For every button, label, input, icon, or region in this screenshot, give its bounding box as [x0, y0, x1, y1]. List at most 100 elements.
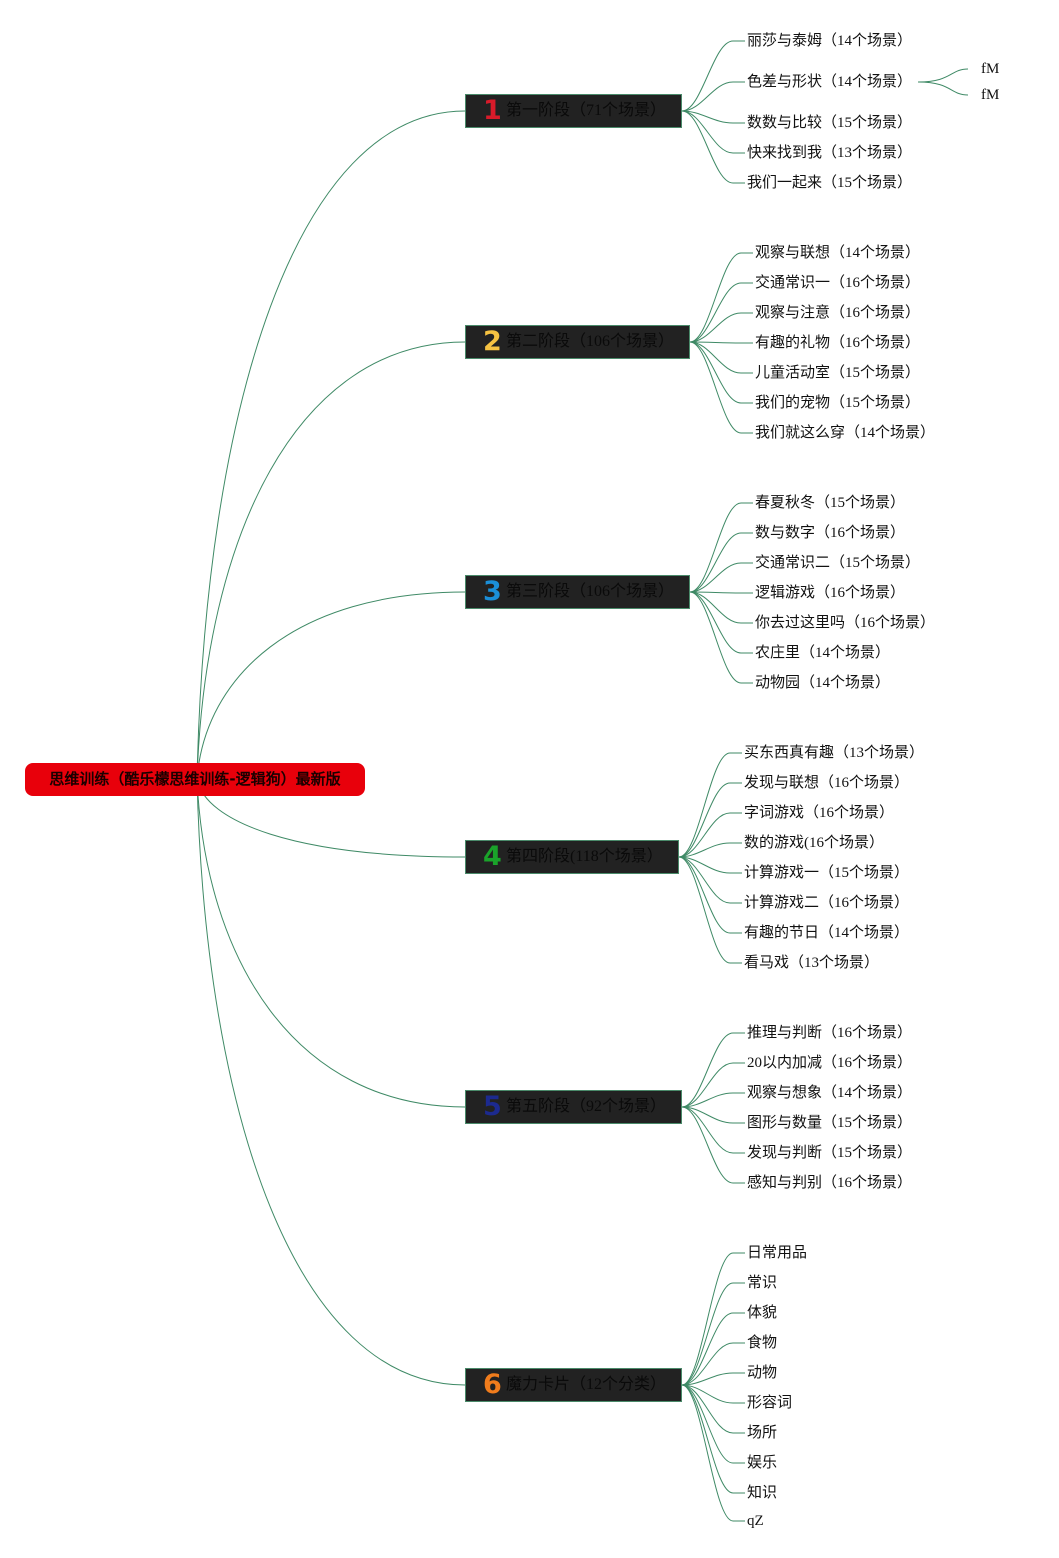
sub-leaf-link — [917, 81, 969, 96]
leaf-node[interactable]: 发现与判断（15个场景） — [747, 1145, 913, 1161]
leaf-node[interactable]: 有趣的节日（14个场景） — [744, 925, 910, 941]
leaf-node[interactable]: 知识 — [747, 1485, 778, 1501]
leaf-node[interactable]: 色差与形状（14个场景） — [747, 74, 913, 90]
leaf-node[interactable]: 娱乐 — [747, 1455, 778, 1471]
stage-leaf-link — [681, 1106, 745, 1154]
number-1-icon: 1 — [483, 95, 502, 126]
stage-leaf-link — [681, 1384, 745, 1404]
stage-leaf-link — [681, 1106, 745, 1184]
stage-leaf-link — [689, 341, 753, 404]
leaf-node[interactable]: 推理与判断（16个场景） — [747, 1025, 913, 1041]
stage-node-1[interactable]: 1 第一阶段（71个场景） — [465, 94, 682, 128]
root-node[interactable]: 思维训练（酷乐檬思维训练-逻辑狗）最新版 — [25, 763, 365, 796]
leaf-node[interactable]: 观察与想象（14个场景） — [747, 1085, 913, 1101]
leaf-node[interactable]: 你去过这里吗（16个场景） — [755, 615, 936, 631]
leaf-node[interactable]: 交通常识一（16个场景） — [755, 275, 921, 291]
leaf-node[interactable]: 计算游戏二（16个场景） — [744, 895, 910, 911]
stage-node-5[interactable]: 5 第五阶段（92个场景） — [465, 1090, 682, 1124]
leaf-node[interactable]: qZ — [747, 1513, 764, 1529]
leaf-node[interactable]: 我们的宠物（15个场景） — [755, 395, 921, 411]
leaf-node[interactable]: 有趣的礼物（16个场景） — [755, 335, 921, 351]
stage-leaf-link — [678, 782, 742, 858]
stage-node-label: 第一阶段（71个场景） — [506, 102, 667, 119]
number-2-icon: 2 — [483, 326, 502, 357]
stage-node-label: 第五阶段（92个场景） — [506, 1098, 667, 1115]
stage-node-label: 第二阶段（106个场景） — [506, 333, 675, 350]
stage-leaf-link — [678, 856, 742, 934]
leaf-node[interactable]: 农庄里（14个场景） — [755, 645, 891, 661]
stage-leaf-link — [689, 341, 753, 344]
leaf-node[interactable]: 买东西真有趣（13个场景） — [744, 745, 925, 761]
leaf-node[interactable]: 形容词 — [747, 1395, 793, 1411]
stage-leaf-link — [681, 110, 745, 184]
sub-leaf-node[interactable]: fM — [981, 61, 1000, 77]
stage-node-3[interactable]: 3 第三阶段（106个场景） — [465, 575, 690, 609]
stage-node-2[interactable]: 2 第二阶段（106个场景） — [465, 325, 690, 359]
leaf-node[interactable]: 感知与判别（16个场景） — [747, 1175, 913, 1191]
stage-node-6[interactable]: 6 魔力卡片（12个分类） — [465, 1368, 682, 1402]
sub-leaf-node[interactable]: fM — [981, 87, 1000, 103]
leaf-node[interactable]: 发现与联想（16个场景） — [744, 775, 910, 791]
root-link-1 — [196, 110, 466, 780]
stage-leaf-link — [678, 812, 742, 858]
leaf-node[interactable]: 场所 — [747, 1425, 778, 1441]
stage-leaf-link — [689, 341, 753, 374]
root-node-label: 思维训练（酷乐檬思维训练-逻辑狗）最新版 — [49, 770, 341, 788]
stage-leaf-link — [681, 1384, 745, 1522]
stage-leaf-link — [689, 591, 753, 624]
stage-leaf-link — [681, 110, 745, 124]
leaf-node[interactable]: 逻辑游戏（16个场景） — [755, 585, 906, 601]
stage-leaf-link — [681, 1384, 745, 1464]
leaf-node[interactable]: 计算游戏一（15个场景） — [744, 865, 910, 881]
leaf-node[interactable]: 体貌 — [747, 1305, 778, 1321]
stage-leaf-link — [681, 1252, 745, 1386]
stage-leaf-link — [689, 282, 753, 343]
leaf-node[interactable]: 数的游戏(16个场景） — [744, 835, 884, 851]
leaf-node[interactable]: 字词游戏（16个场景） — [744, 805, 895, 821]
leaf-node[interactable]: 日常用品 — [747, 1245, 808, 1261]
stage-leaf-link — [678, 842, 742, 858]
stage-node-4[interactable]: 4 第四阶段(118个场景） — [465, 840, 679, 874]
leaf-node[interactable]: 图形与数量（15个场景） — [747, 1115, 913, 1131]
leaf-node[interactable]: 春夏秋冬（15个场景） — [755, 495, 906, 511]
stage-leaf-link — [681, 1384, 745, 1494]
leaf-node[interactable]: 儿童活动室（15个场景） — [755, 365, 921, 381]
stage-leaf-link — [681, 1106, 745, 1124]
leaf-node[interactable]: 交通常识二（15个场景） — [755, 555, 921, 571]
stage-leaf-link — [681, 1384, 745, 1434]
leaf-node[interactable]: 看马戏（13个场景） — [744, 955, 880, 971]
leaf-node[interactable]: 我们一起来（15个场景） — [747, 175, 913, 191]
leaf-node[interactable]: 快来找到我（13个场景） — [747, 145, 913, 161]
leaf-node[interactable]: 食物 — [747, 1335, 778, 1351]
leaf-node[interactable]: 观察与注意（16个场景） — [755, 305, 921, 321]
stage-leaf-link — [678, 752, 742, 858]
leaf-node[interactable]: 动物 — [747, 1365, 778, 1381]
leaf-node[interactable]: 动物园（14个场景） — [755, 675, 891, 691]
stage-node-label: 第三阶段（106个场景） — [506, 583, 675, 600]
stage-leaf-link — [689, 562, 753, 593]
leaf-node[interactable]: 观察与联想（14个场景） — [755, 245, 921, 261]
root-link-6 — [196, 778, 466, 1386]
stage-leaf-link — [689, 591, 753, 594]
stage-leaf-link — [681, 1092, 745, 1108]
stage-leaf-link — [689, 591, 753, 684]
leaf-node[interactable]: 数与数字（16个场景） — [755, 525, 906, 541]
root-link-3 — [196, 591, 466, 780]
stage-leaf-link — [681, 1282, 745, 1386]
stage-leaf-link — [681, 40, 745, 112]
leaf-node[interactable]: 我们就这么穿（14个场景） — [755, 425, 936, 441]
leaf-node[interactable]: 丽莎与泰姆（14个场景） — [747, 33, 913, 49]
leaf-node[interactable]: 20以内加减（16个场景） — [747, 1055, 913, 1071]
stage-node-label: 魔力卡片（12个分类） — [506, 1376, 667, 1393]
stage-leaf-link — [689, 312, 753, 343]
stage-leaf-link — [681, 1032, 745, 1108]
stage-leaf-link — [681, 1342, 745, 1386]
leaf-node[interactable]: 数数与比较（15个场景） — [747, 115, 913, 131]
stage-leaf-link — [678, 856, 742, 874]
stage-leaf-link — [681, 1372, 745, 1386]
leaf-node[interactable]: 常识 — [747, 1275, 778, 1291]
number-6-icon: 6 — [483, 1369, 502, 1400]
stage-leaf-link — [689, 502, 753, 593]
